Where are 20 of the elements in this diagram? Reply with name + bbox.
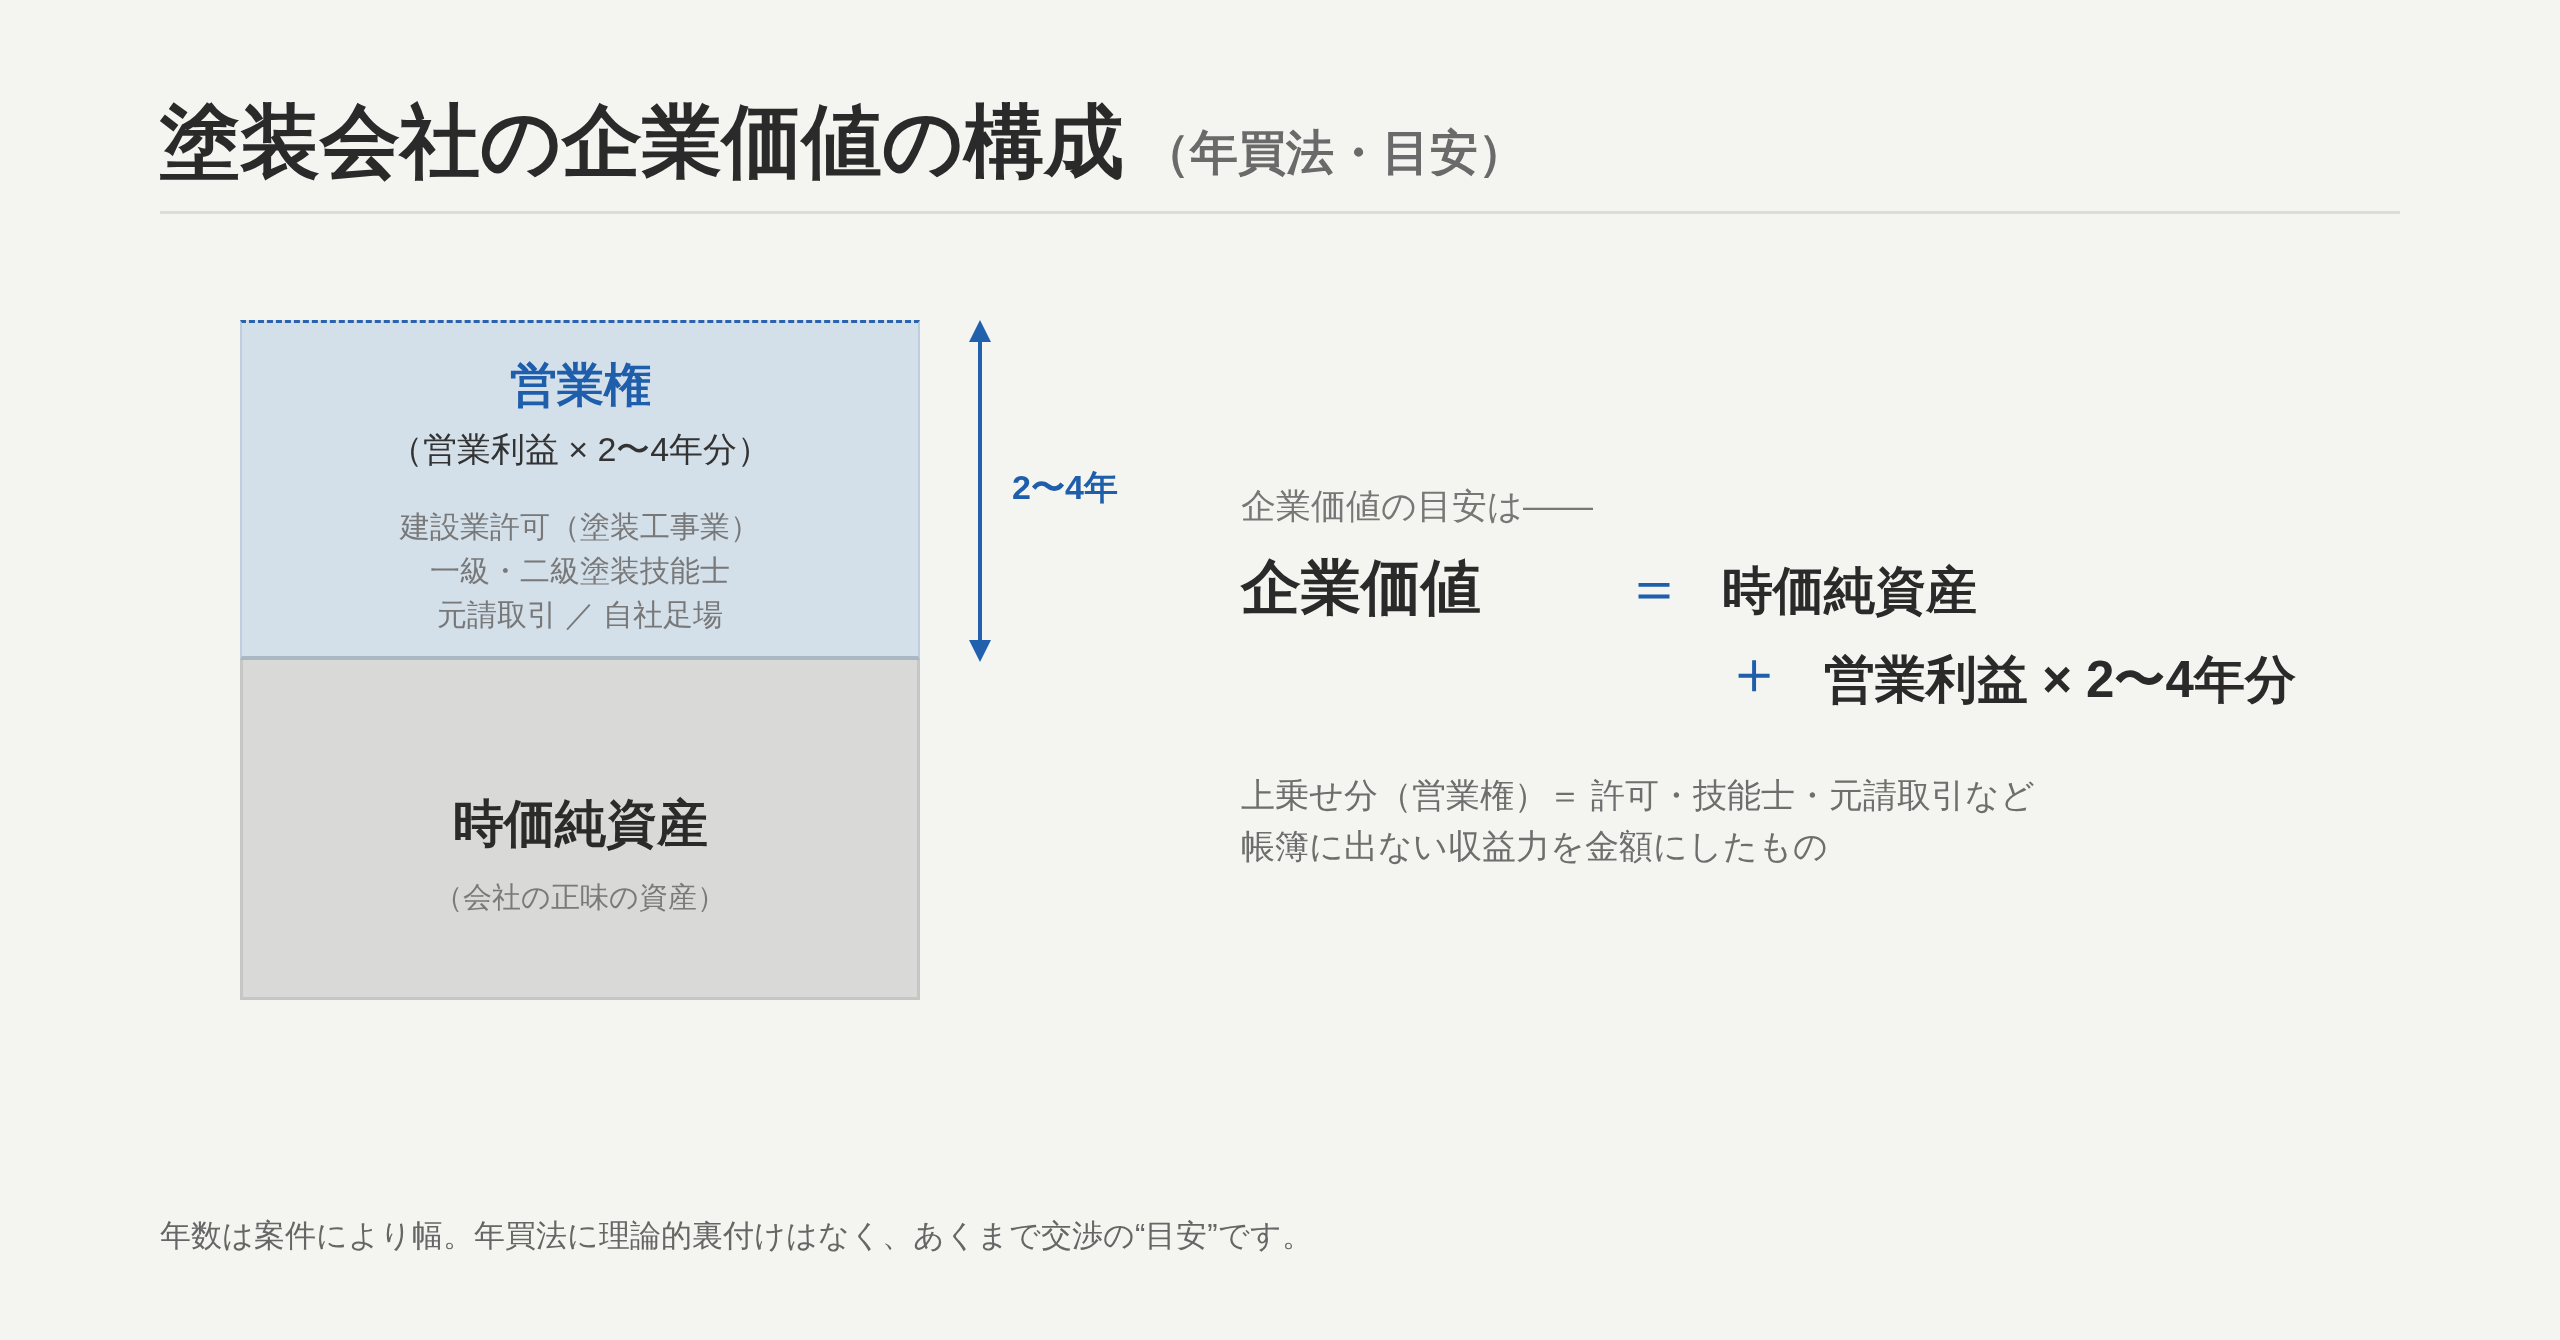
formula-term: 企業価値 [1241,553,1481,623]
intro-text: 企業価値の目安は—— [1241,485,1593,527]
plus-sign: ＋ [1724,638,1784,708]
net-assets-block [240,660,920,1000]
page-subtitle: （年買法・目安） [1142,125,1526,181]
formula-text: （営業利益 × 2〜4年分） [388,429,772,470]
block-heading: 営業権 [509,357,651,413]
goodwill-block [240,320,920,660]
equals-sign: ＝ [1624,553,1684,623]
dimension-label: 2〜4年 [1012,467,1118,508]
block-heading: 時価純資産 [452,794,708,854]
item-text: 元請取引 ／ 自社足場 [436,597,724,633]
formula-term: 時価純資産 [1722,561,1977,621]
note-text: 上乗せ分（営業権）＝ 許可・技能士・元請取引など帳簿に出ない収益力を金額にしたもの [1241,775,2037,867]
item-text: 一級・二級塗装技能士 [430,553,730,589]
footnote-text: 年数は案件により幅。年買法に理論的裏付けはなく、あくまで交渉の“目安”です。 [160,1217,1313,1255]
item-text: 建設業許可（塗装工事業） [400,509,760,545]
description-text: （会社の正味の資産） [434,880,726,915]
formula-term: 営業利益 × 2〜4年分 [1824,650,2296,710]
page-title: 塗装会社の企業価値の構成 [160,96,1124,188]
